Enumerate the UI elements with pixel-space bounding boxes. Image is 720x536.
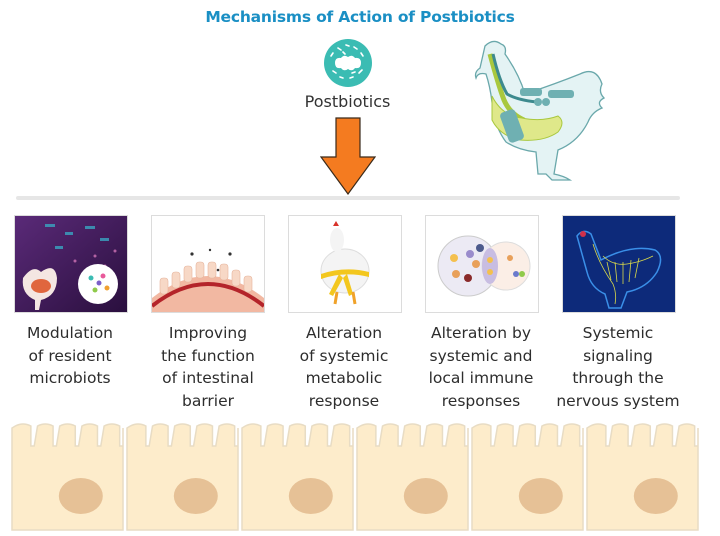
epithelial-cell	[356, 423, 469, 531]
epithelial-cell	[126, 423, 239, 531]
epithelial-cell	[586, 423, 699, 531]
caption-metabolic: Alteration of systemic metabolic respons…	[299, 324, 389, 410]
postbiotics-label: Postbiotics	[304, 92, 391, 111]
epithelial-cell	[471, 423, 584, 531]
cell-membrane	[11, 423, 124, 531]
cell-nucleus	[403, 478, 448, 514]
caption-microbiota: Modulation of resident microbiots	[26, 324, 113, 387]
cell-nucleus	[58, 478, 103, 514]
hen-digestive-tract-illustration	[460, 36, 610, 196]
cell-membrane	[586, 423, 699, 531]
cell-nucleus	[633, 478, 678, 514]
hen-nervous-system-image	[562, 215, 676, 313]
cell-membrane	[126, 423, 239, 531]
epithelial-cell	[11, 423, 124, 531]
chicken-belt-image	[288, 215, 402, 313]
cell-membrane	[471, 423, 584, 531]
cell-membrane	[356, 423, 469, 531]
bacteria-cell-icon	[323, 38, 373, 88]
cell-membrane	[241, 423, 354, 531]
immune-cells-diagram-image	[425, 215, 539, 313]
cell-nucleus	[518, 478, 563, 514]
caption-barrier: Improving the function of intestinal bar…	[161, 324, 255, 410]
intestinal-barrier-image	[151, 215, 265, 313]
caption-immune: Alteration by systemic and local immune …	[428, 324, 534, 410]
cell-nucleus	[288, 478, 333, 514]
intestinal-epithelium-illustration	[0, 420, 720, 532]
cell-nucleus	[173, 478, 218, 514]
epithelial-cell	[241, 423, 354, 531]
divider	[16, 196, 680, 200]
down-arrow-icon	[319, 117, 377, 196]
caption-nervous: Systemic signaling through the nervous s…	[556, 324, 680, 410]
page-title: Mechanisms of Action of Postbiotics	[205, 8, 515, 26]
hen-microbiota-image	[14, 215, 128, 313]
